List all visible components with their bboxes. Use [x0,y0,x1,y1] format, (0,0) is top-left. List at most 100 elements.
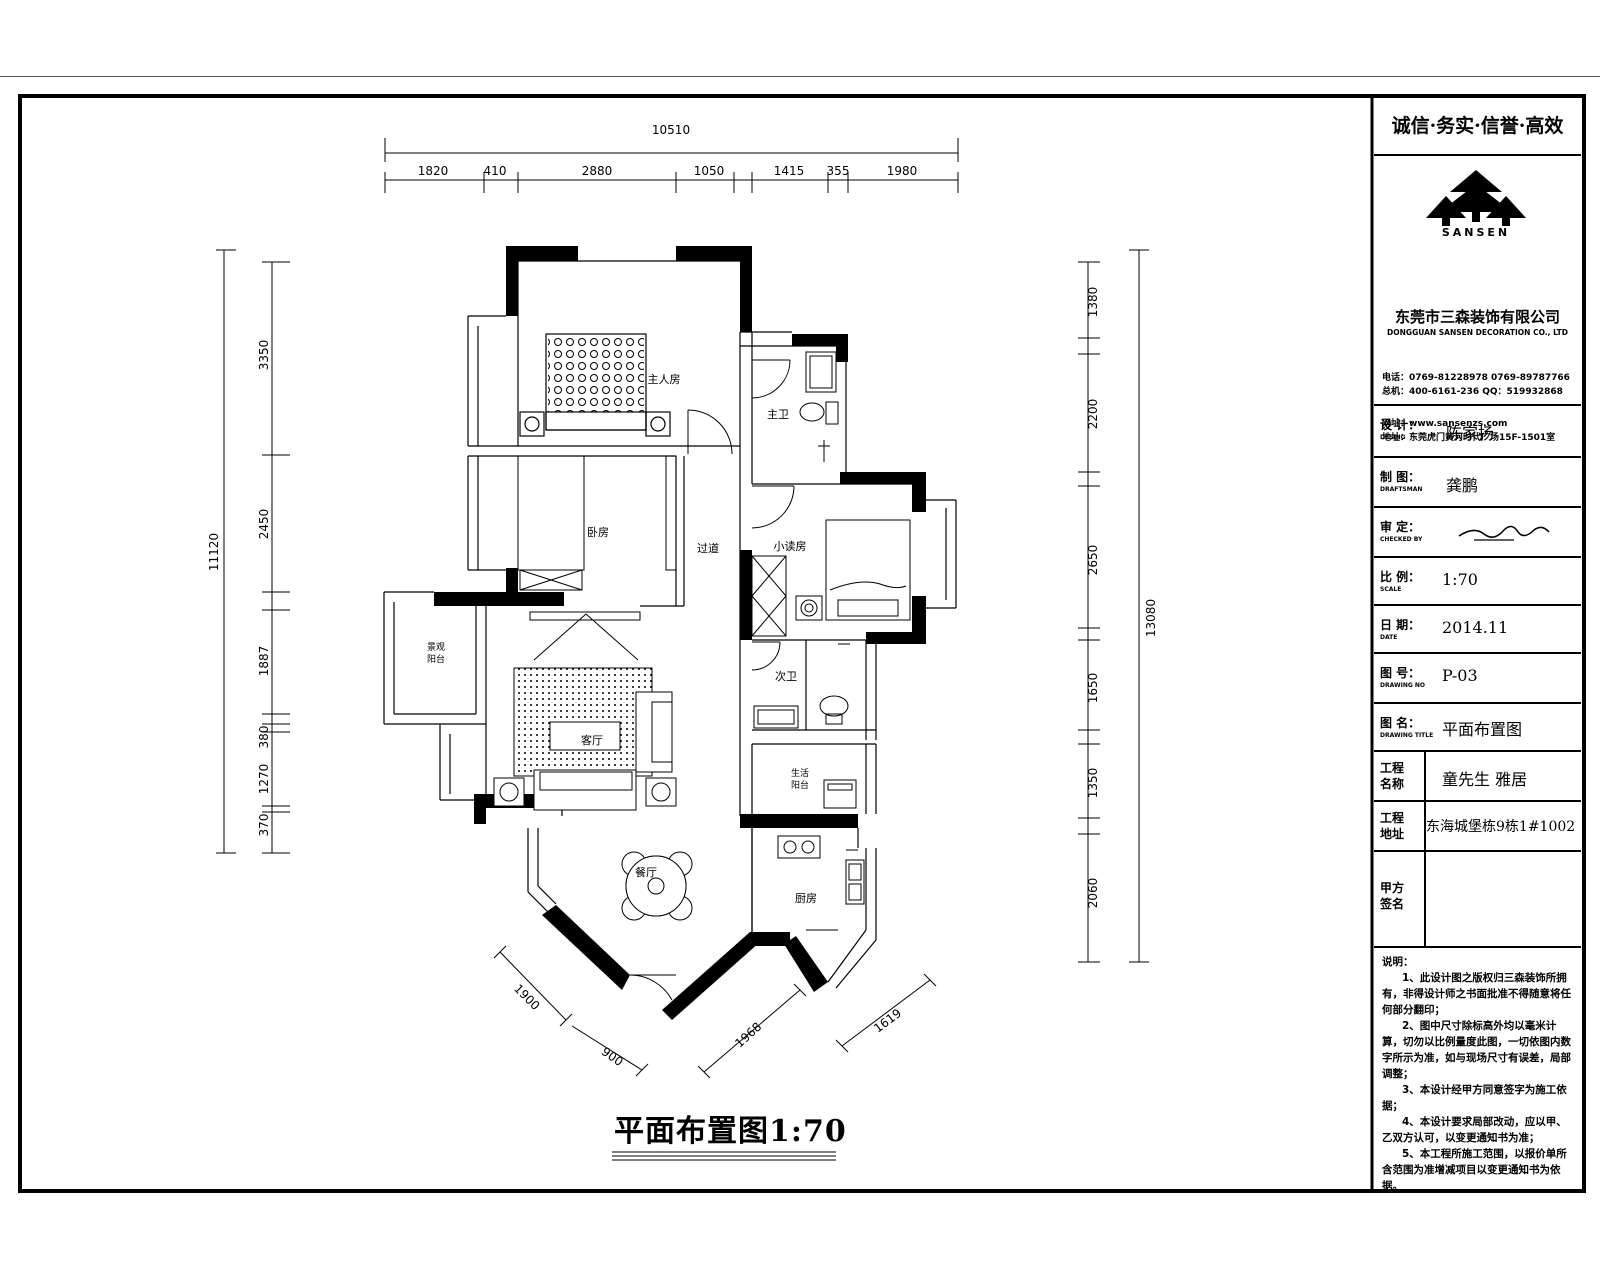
project-address-label: 工程 地址 [1380,811,1405,841]
room-label-guest-bath: 次卫 [775,669,797,683]
project-name-label: 工程 名称 [1380,761,1405,791]
checked-label-en: CHECKED BY [1380,536,1423,543]
dim-top-7: 1980 [887,164,918,178]
room-label-bedroom: 卧房 [587,526,609,539]
room-label-dining-room: 餐厅 [635,865,657,879]
client-signature-label: 甲方 签名 [1380,881,1405,911]
note-4: 4、本设计要求局部改动，应以甲、乙双方认可，以变更通知书为准； [1382,1116,1567,1144]
room-label-master-bath: 主卫 [767,408,789,421]
dim-right-6: 2060 [1086,878,1100,909]
plan-title-underline [612,1151,836,1161]
dim-left-total: 11120 [207,533,221,571]
label-column-divider [1424,752,1426,948]
bottom-dimension-chain [493,945,937,1079]
date-label: 日 期： [1380,618,1421,632]
note-3: 3、本设计经甲方同意签字为施工依据； [1382,1084,1567,1112]
dim-left-1: 3350 [257,340,271,371]
partition-walls [383,260,957,989]
dining-table-set [621,851,693,921]
company-slogan: 诚信·务实·信誉·高效 [1374,96,1581,156]
scale-label-en: SCALE [1380,586,1402,593]
room-label-corridor: 过道 [697,541,719,555]
dim-bottom-4: 1619 [871,1006,904,1036]
top-dimension-chain [384,138,959,193]
row-client-signature: 甲方 签名 [1374,852,1581,948]
company-info: 东莞市三森装饰有限公司 DONGGUAN SANSEN DECORATION C… [1374,156,1581,443]
dim-top-3: 2880 [582,164,613,178]
drawing-no-value: P-03 [1442,666,1478,685]
dim-left-2: 2450 [257,509,271,540]
structural-walls [434,246,926,1020]
dim-top-5: 1415 [774,164,805,178]
company-name-en: DONGGUAN SANSEN DECORATION CO., LTD [1387,328,1568,337]
draftsman-label: 制 图： [1380,470,1421,484]
row-checked-by: 审 定： CHECKED BY [1374,508,1581,558]
row-project-address: 工程 地址 东海城堡栋9栋1#1002 [1374,802,1581,852]
room-label-study: 小读房 [774,539,807,553]
dim-top-6: 355 [827,164,850,178]
kitchen-fixtures [777,835,865,905]
master-bed [519,333,671,437]
checker-signature [1458,525,1550,541]
room-label-master-bedroom: 主人房 [648,373,681,386]
title-block: 诚信·务实·信誉·高效 东莞市三森装饰有限公司 DONGGUAN SANSEN … [1374,96,1581,1192]
checked-label: 审 定： [1380,520,1421,534]
row-drawing-no: 图 号： DRAWING NO P-03 [1374,654,1581,704]
company-address: 地址：东莞虎门黄河时代广场15F-1501室 [1382,433,1556,443]
row-draftsman: 制 图： DRAFTSMAN 龚鹏 [1374,458,1581,508]
company-name-cn: 东莞市三森装饰有限公司 [1394,308,1560,326]
drawing-title-label-en: DRAWING TITLE [1380,732,1434,739]
row-project-name: 工程 名称 童先生 雅居 [1374,752,1581,802]
left-dimension-chain [216,249,290,854]
row-scale: 比 例： SCALE 1:70 [1374,558,1581,606]
drawing-title-label: 图 名： [1380,716,1421,730]
dim-left-5: 1270 [257,764,271,795]
room-label-service-balcony-2: 阳台 [791,779,809,791]
drawing-no-label: 图 号： [1380,666,1421,680]
notes-title: 说明： [1382,956,1414,968]
designer-value: 陈家扬 [1446,424,1495,443]
living-room-furniture [493,611,677,811]
company-phone: 电话：0769-81228978 0769-89787766 [1382,373,1570,383]
dim-right-total: 13080 [1144,599,1158,637]
note-5: 5、本工程所施工范围，以报价单所含范围为准增减项目以变更通知书为依据。 [1382,1148,1567,1192]
dim-top-4: 1050 [694,164,725,178]
company-hotline: 总机：400-6161-236 QQ：519932868 [1382,387,1563,397]
guest-bath-fixtures [753,643,850,729]
drawing-title-value: 平面布置图 [1442,720,1523,739]
sansen-logo-icon [1426,170,1526,226]
room-label-view-balcony-2: 阳台 [427,653,445,665]
company-website: 网址：www.sansenzs.com [1382,419,1508,429]
project-name-value: 童先生 雅居 [1442,770,1528,789]
master-bath-fixtures [799,351,839,462]
door-swings [629,359,838,1001]
dim-right-1: 1380 [1086,287,1100,318]
room-label-view-balcony-1: 景观 [427,642,445,653]
dim-left-3: 1887 [257,646,271,677]
dim-bottom-2: 900 [599,1044,626,1069]
draftsman-value: 龚鹏 [1446,476,1479,495]
dim-left-6: 370 [257,814,271,837]
dim-right-3: 2650 [1086,545,1100,576]
scale-label: 比 例： [1380,570,1421,584]
dim-right-5: 1350 [1086,768,1100,799]
drawing-frame [18,94,1586,1193]
service-balcony-washer [823,779,857,809]
logo-wordmark: SANSEN [1442,226,1510,239]
project-address-value: 东海城堡栋9栋1#1002 [1426,819,1576,835]
room-label-living-room: 客厅 [581,733,603,747]
dim-top-total: 10510 [652,123,690,137]
bedroom-wardrobe [517,455,677,591]
top-rule-line [0,76,1600,77]
designer-label: 设 计： [1380,418,1421,432]
plan-title: 平面布置图1:70 [614,1114,847,1149]
drawing-no-label-en: DRAWING NO [1380,682,1425,689]
dim-bottom-1: 1900 [511,981,542,1012]
dim-top-2: 410 [484,164,507,178]
dim-top-1: 1820 [418,164,449,178]
note-2: 2、图中尺寸除标高外均以毫米计算，切勿以比例量度此图，一切依图内数字所示为准，如… [1382,1020,1571,1080]
row-drawing-title: 图 名： DRAWING TITLE 平面布置图 [1374,704,1581,752]
row-date: 日 期： DATE 2014.11 [1374,606,1581,654]
note-1: 1、此设计图之版权归三森装饰所拥有，非得设计师之书面批准不得随意将任何部分翻印； [1382,972,1571,1016]
